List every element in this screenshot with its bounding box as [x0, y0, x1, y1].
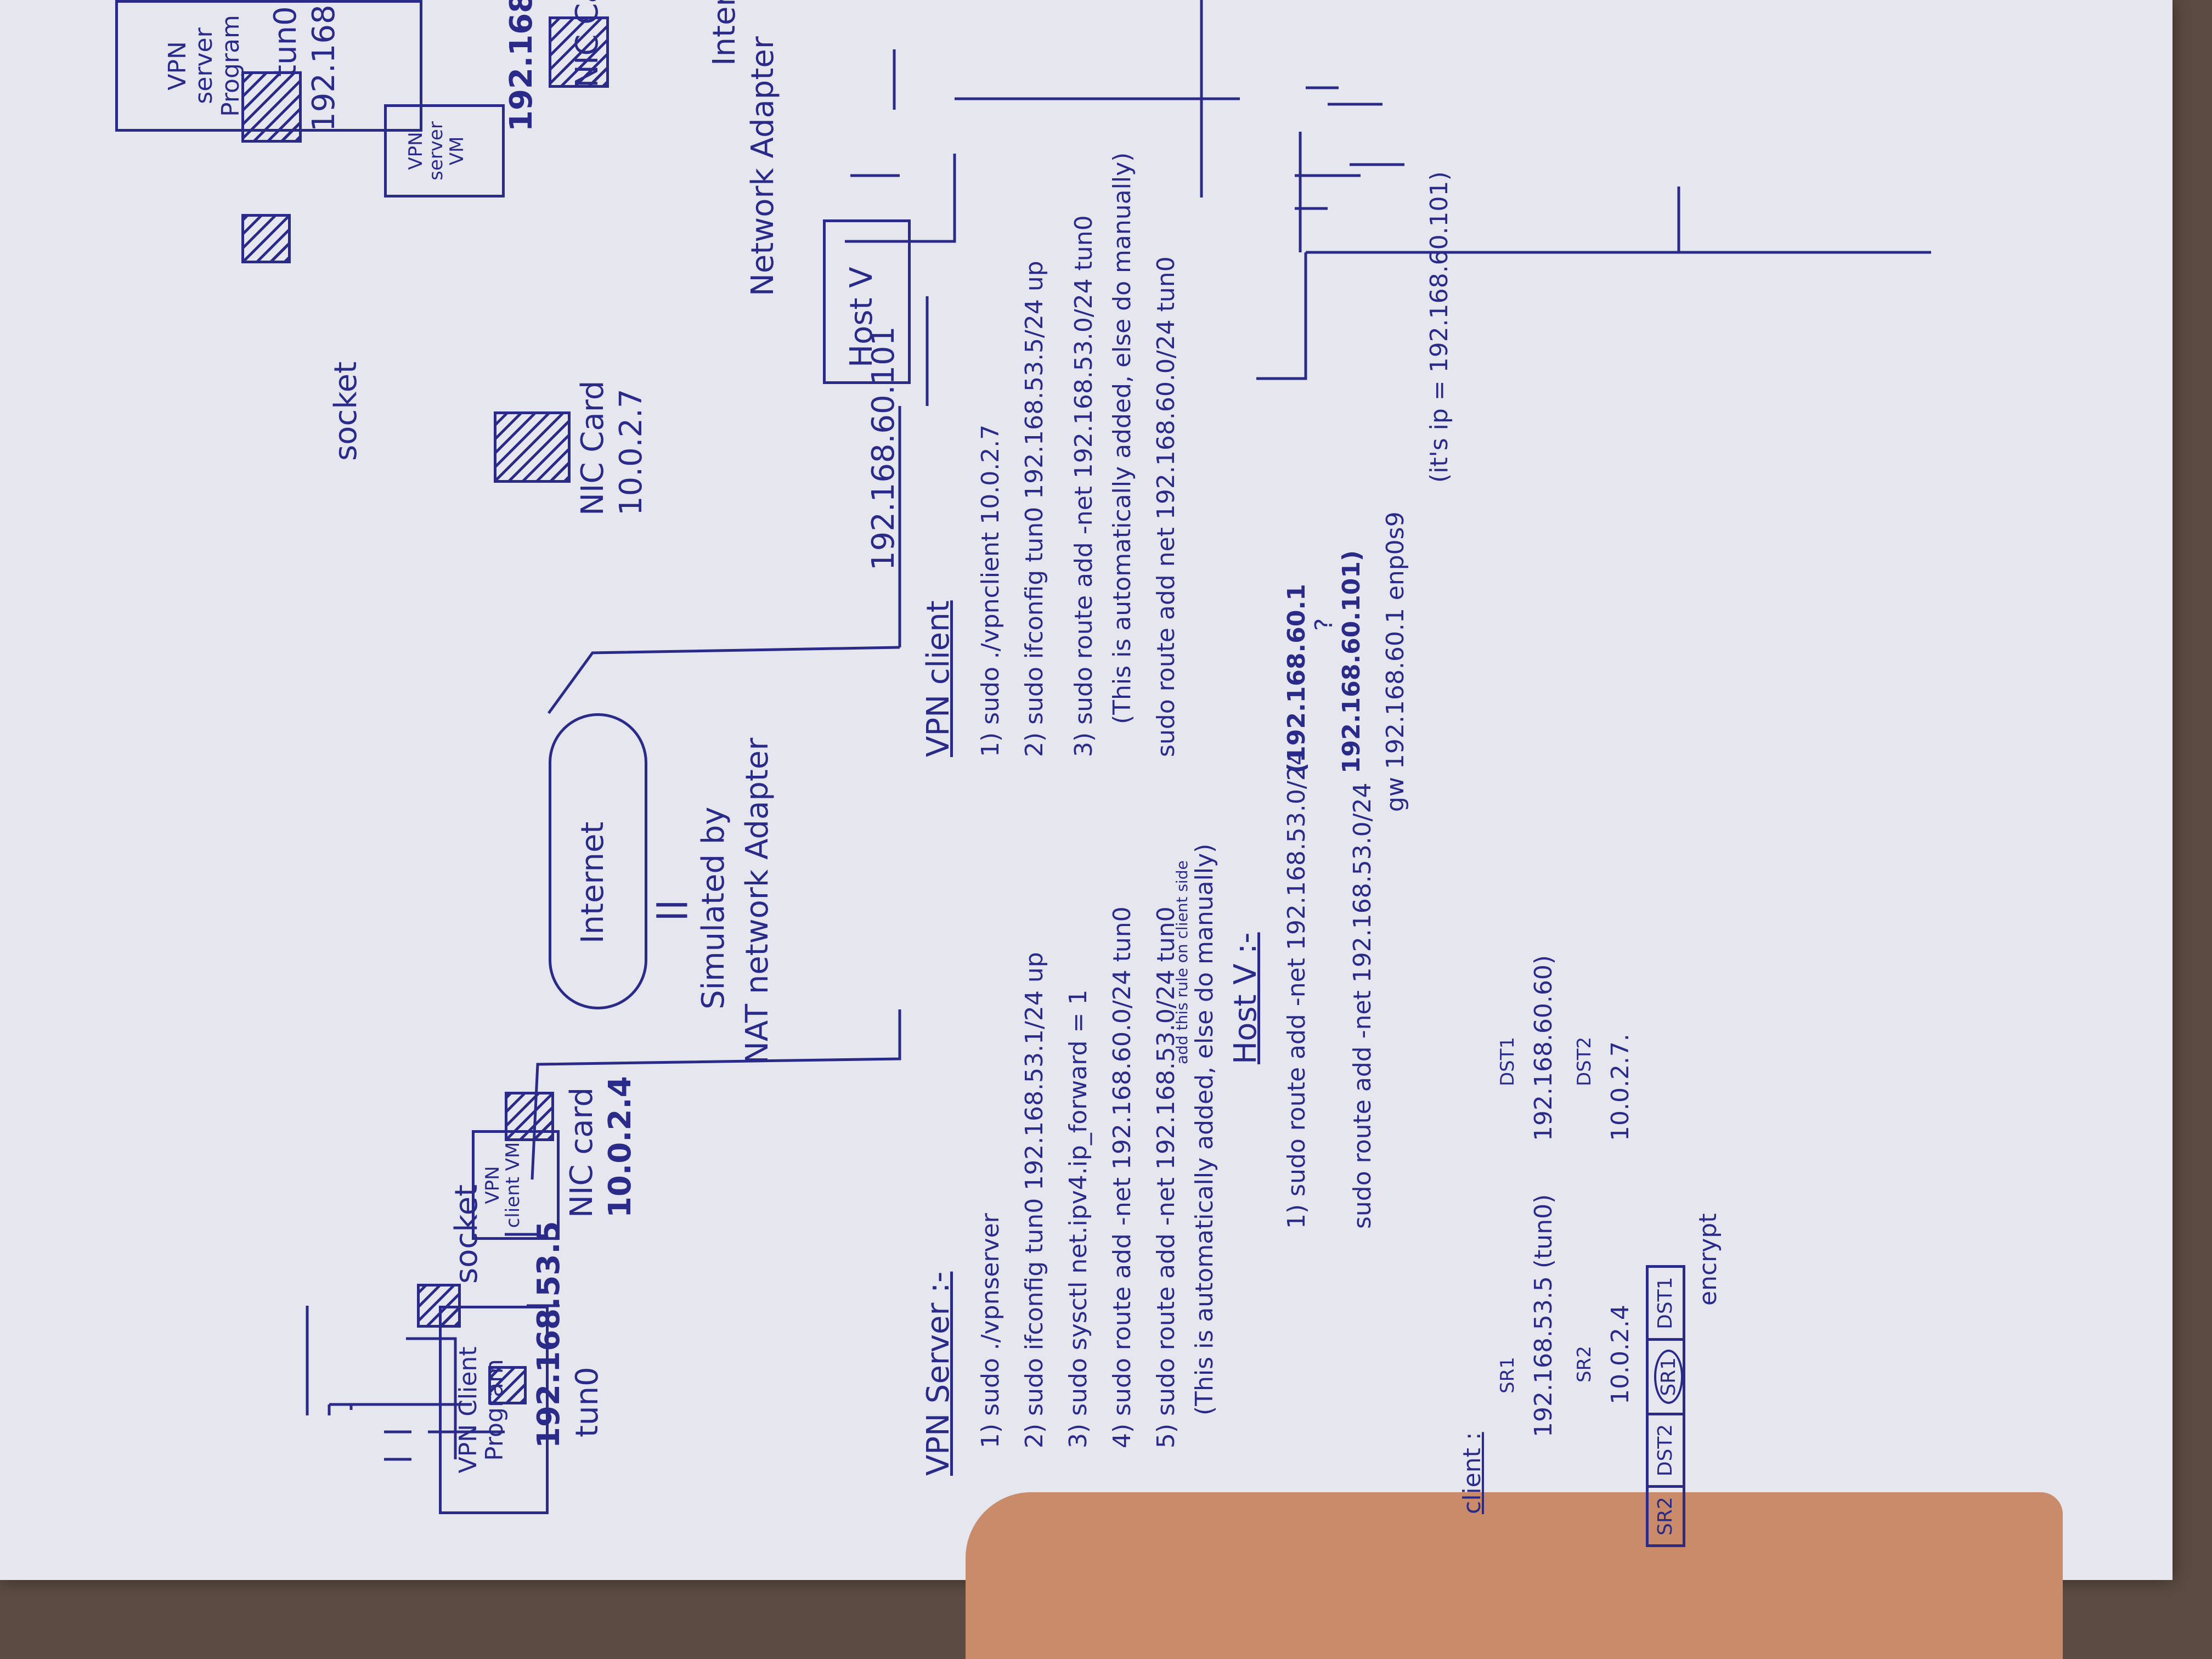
server-socket-box — [241, 214, 291, 263]
server-nic-label: NIC Card — [575, 380, 611, 516]
dst2-value: 10.0.2.7. — [1606, 1034, 1634, 1141]
vpn-client-heading: VPN client — [921, 600, 956, 757]
sr2-value: 10.0.2.4 — [1606, 1305, 1634, 1404]
handwritten-notes: VPN Client Program socket 192.168.53.5 t… — [22, 0, 2162, 1613]
sr1-label: SR1 — [1497, 1357, 1519, 1393]
packet-cell-dst1: DST1 — [1654, 1277, 1677, 1329]
hostv-heading: Host V :- — [1228, 932, 1263, 1065]
server-tun-box — [241, 71, 302, 143]
client-packet-heading: client : — [1458, 1432, 1486, 1514]
internal-adapter-label: Network Adapter — [745, 36, 781, 296]
vpn-server-cmd-2: 2) sudo ifconfig tun0 192.168.53.1/24 up — [1020, 952, 1048, 1448]
client-nic-ip: 10.0.2.4 — [602, 1076, 638, 1218]
server-tun-ip: 192.168.53 — [306, 0, 342, 132]
paper-sheet — [0, 0, 2172, 1580]
hostv-cmd-1: 1) sudo route add -net 192.168.53.0/24 — [1283, 750, 1311, 1229]
vpn-client-cmd-1: 1) sudo ./vpnclient 10.0.2.7 — [977, 424, 1005, 757]
vpn-client-program-label: VPN Client Program — [454, 1346, 509, 1474]
hostv-cmd-2-note: (it's ip = 192.168.60.101) — [1425, 171, 1453, 483]
encapsulated-packet: SR2 DST2 SR1 DST1 — [1646, 1265, 1685, 1547]
packet-cell-sr2: SR2 — [1649, 1485, 1683, 1544]
client-nic-label: NIC card — [564, 1087, 600, 1218]
vpn-server-cmd-5-note: (This is automatically added, else do ma… — [1190, 843, 1218, 1415]
vpn-server-cmd-1: 1) sudo ./vpnserver — [977, 1213, 1005, 1448]
vpn-client-rule-note: add this rule on client side — [1173, 860, 1191, 1064]
vpn-client-vm-label: VPN client VM — [482, 1142, 524, 1228]
client-socket-box — [417, 1284, 461, 1328]
server-nic-box — [494, 411, 571, 483]
simulated-nat: NAT network Adapter — [740, 737, 775, 1064]
internet-label: Internet — [575, 821, 611, 944]
hostv-ip: 192.168.60.101 — [866, 326, 901, 571]
dst1-label: DST1 — [1497, 1036, 1519, 1086]
internal-label: Internal — [707, 0, 742, 66]
client-tun-name: tun0 — [569, 1367, 605, 1437]
client-tun-ip: 192.168.53.5 — [531, 1221, 567, 1448]
dst1-value: 192.168.60.60) — [1530, 955, 1558, 1141]
hostv-cmd-2: sudo route add -net 192.168.53.0/24 — [1348, 782, 1376, 1229]
inner-nic-ip: 192.168.60 — [504, 0, 539, 132]
network-wires — [306, 0, 1931, 1461]
client-nic-box — [505, 1092, 554, 1141]
vpn-server-cmd-3: 3) sudo sysctl net.ipv4.ip_forward = 1 — [1064, 989, 1092, 1448]
hostv-cmd-1-q: ? — [1310, 618, 1338, 631]
sr2-label: SR2 — [1573, 1346, 1595, 1383]
vpn-server-heading: VPN Server :- — [921, 1271, 956, 1476]
vpn-client-cmd-3-note: (This is automatically added, else do ma… — [1108, 152, 1136, 724]
vpn-server-program-label: VPN server Program — [163, 15, 245, 117]
packet-cell-dst2: DST2 — [1649, 1412, 1683, 1486]
vpn-server-vm-label: VPN server VM — [405, 121, 468, 180]
server-tun-name: tun0 — [268, 6, 303, 77]
packet-encrypt-label: encrypt — [1694, 1213, 1722, 1306]
sr1-value: 192.168.53.5 (tun0) — [1530, 1194, 1558, 1437]
hostv-cmd-1-alt: 192.168.60.101) — [1338, 550, 1365, 774]
vpn-client-cmd-4: sudo route add net 192.168.60.0/24 tun0 — [1152, 256, 1180, 757]
vpn-client-cmd-2: 2) sudo ifconfig tun0 192.168.53.5/24 up — [1020, 261, 1048, 757]
vpn-client-cmd-3: 3) sudo route add -net 192.168.53.0/24 t… — [1070, 215, 1098, 757]
simulated-by: Simulated by — [696, 806, 731, 1009]
hostv-cmd-2-gw: gw 192.168.60.1 enp0s9 — [1381, 511, 1409, 812]
vpn-server-cmd-4: 4) sudo route add -net 192.168.60.0/24 t… — [1108, 906, 1136, 1448]
packet-cell-sr1: SR1 — [1649, 1338, 1683, 1413]
client-tun-box — [488, 1366, 527, 1404]
simulated-mark: || — [652, 899, 687, 922]
inner-nic-label: NIC Card — [569, 0, 605, 88]
server-socket-label: socket — [328, 361, 364, 461]
hostv-cmd-1-gw: (192.168.60.1 — [1283, 584, 1311, 774]
hand — [966, 1492, 2063, 1659]
dst2-label: DST2 — [1573, 1036, 1595, 1086]
server-nic-ip: 10.0.2.7 — [613, 388, 649, 516]
